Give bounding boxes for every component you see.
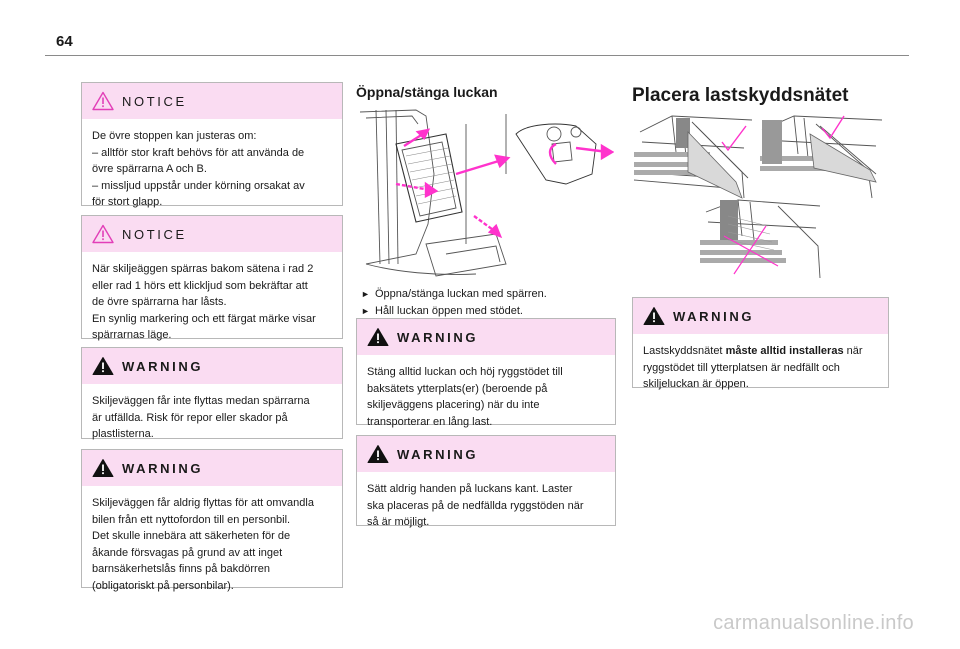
- warning-icon: [92, 458, 114, 478]
- warning-banner: WARNING: [82, 348, 342, 384]
- text-line: Skiljeväggen får aldrig flyttas för att …: [92, 497, 314, 509]
- warning-box-4: WARNING Sätt aldrig handen på luckans ka…: [356, 435, 616, 528]
- text-fragment: när: [843, 345, 863, 357]
- text-line: Det skulle innebära att säkerheten för d…: [92, 530, 291, 542]
- text-line: övre spärrarna A och B.: [92, 163, 207, 175]
- warning-title: WARNING: [673, 308, 755, 324]
- warning-title: WARNING: [397, 329, 479, 345]
- page-number: 64: [56, 33, 73, 50]
- text-line: spärrarnas läge.: [92, 329, 172, 341]
- warning-box-5: WARNING Lastskyddsnätet måste alltid ins…: [632, 297, 889, 390]
- header-rule: [45, 55, 909, 56]
- list-item-text: Öppna/stänga luckan med spärren.: [375, 288, 547, 300]
- section-heading: Öppna/stänga luckan: [356, 84, 498, 100]
- warning-text: Skiljeväggen får inte flyttas medan spär…: [82, 384, 342, 451]
- text-line: Sätt aldrig handen på luckans kant. Last…: [367, 483, 573, 495]
- warning-icon: [92, 356, 114, 376]
- warning-title: WARNING: [397, 446, 479, 462]
- warning-banner: WARNING: [357, 436, 615, 472]
- text-line: – alltför stor kraft behövs för att anvä…: [92, 146, 305, 159]
- net-illustration-2: [758, 112, 888, 200]
- text-line: transporterar en lång last.: [367, 415, 493, 428]
- notice-box-2: NOTICE När skiljeäggen spärras bakom sät…: [81, 215, 343, 341]
- warning-icon: [367, 327, 389, 347]
- notice-box-1: NOTICE De övre stoppen kan justeras om: …: [81, 82, 343, 208]
- bullet-arrow-icon: ►: [361, 289, 370, 299]
- notice-text: De övre stoppen kan justeras om: – alltf…: [82, 119, 342, 219]
- net-illustration-1: [632, 112, 754, 200]
- text-line: Stäng alltid luckan och höj ryggstödet t…: [367, 366, 563, 378]
- text-line: skiljeluckan är öppen.: [643, 378, 749, 390]
- warning-text: Skiljeväggen får aldrig flyttas för att …: [82, 486, 342, 602]
- text-line: bilen från ett nyttofordon till en perso…: [92, 513, 291, 526]
- text-line: eller rad 1 hörs ett klickljud som bekrä…: [92, 279, 308, 292]
- text-line: baksätets ytterplats(er) (beroende på: [367, 382, 548, 395]
- notice-banner: NOTICE: [82, 83, 342, 119]
- list-item: ► Öppna/stänga luckan med spärren.: [361, 286, 547, 303]
- text-line: Lastskyddsnätet måste alltid installeras…: [643, 343, 878, 360]
- list-item-text: Håll luckan öppen med stödet.: [375, 304, 523, 317]
- notice-title: NOTICE: [122, 93, 187, 109]
- text-line: plastlisterna.: [92, 428, 154, 440]
- text-line: När skiljeäggen spärras bakom sätena i r…: [92, 263, 314, 275]
- bullet-arrow-icon: ►: [361, 305, 370, 316]
- warning-text: Lastskyddsnätet måste alltid installeras…: [633, 334, 888, 401]
- text-line: De övre stoppen kan justeras om:: [92, 130, 257, 142]
- warning-text: Stäng alltid luckan och höj ryggstödet t…: [357, 355, 615, 438]
- text-line: de övre spärrarna har låsts.: [92, 296, 227, 308]
- text-line: (obligatoriskt på personbilar).: [92, 579, 234, 592]
- list-item: ► Håll luckan öppen med stödet.: [361, 303, 547, 320]
- warning-banner: WARNING: [82, 450, 342, 486]
- text-line: så är möjligt.: [367, 516, 430, 528]
- net-illustration-3: [698, 196, 826, 280]
- text-line: ryggstödet till ytterplatsen är nedfällt…: [643, 361, 840, 374]
- watermark: carmanualsonline.info: [713, 612, 914, 634]
- notice-title: NOTICE: [122, 226, 187, 242]
- warning-title: WARNING: [122, 460, 204, 476]
- warning-banner: WARNING: [633, 298, 888, 334]
- caution-outline-icon: [92, 224, 114, 244]
- text-line: är utfällda. Risk för repor eller skador…: [92, 411, 288, 424]
- warning-title: WARNING: [122, 358, 204, 374]
- warning-box-2: WARNING Skiljeväggen får aldrig flyttas …: [81, 449, 343, 592]
- warning-box-1: WARNING Skiljeväggen får inte flyttas me…: [81, 347, 343, 440]
- text-line: barnsäkerhetslås finns på bakdörren: [92, 563, 270, 575]
- text-fragment: Lastskyddsnätet: [643, 345, 726, 357]
- text-line: åkande försvagas på grund av att inget: [92, 546, 283, 559]
- text-line: för stort glapp.: [92, 196, 163, 208]
- section-heading: Placera lastskyddsnätet: [632, 85, 849, 106]
- warning-banner: WARNING: [357, 319, 615, 355]
- caution-outline-icon: [92, 91, 114, 111]
- text-line: – missljud uppstår under körning orsakat…: [92, 179, 305, 192]
- hatch-illustration: [356, 104, 615, 280]
- notice-text: När skiljeäggen spärras bakom sätena i r…: [82, 252, 342, 352]
- emphasis-text: måste alltid installeras: [725, 345, 844, 357]
- warning-box-3: WARNING Stäng alltid luckan och höj rygg…: [356, 318, 616, 428]
- warning-icon: [367, 444, 389, 464]
- instruction-list: ► Öppna/stänga luckan med spärren. ► Håll …: [361, 286, 547, 319]
- warning-text: Sätt aldrig handen på luckans kant. Last…: [357, 472, 615, 539]
- text-line: ska placeras på de nedfällda ryggstöden …: [367, 499, 584, 512]
- warning-icon: [643, 306, 665, 326]
- text-line: Skiljeväggen får inte flyttas medan spär…: [92, 395, 310, 407]
- notice-banner: NOTICE: [82, 216, 342, 252]
- text-line: En synlig markering och ett färgat märke…: [92, 312, 316, 325]
- text-line: skiljeväggens placering) när du inte: [367, 399, 540, 411]
